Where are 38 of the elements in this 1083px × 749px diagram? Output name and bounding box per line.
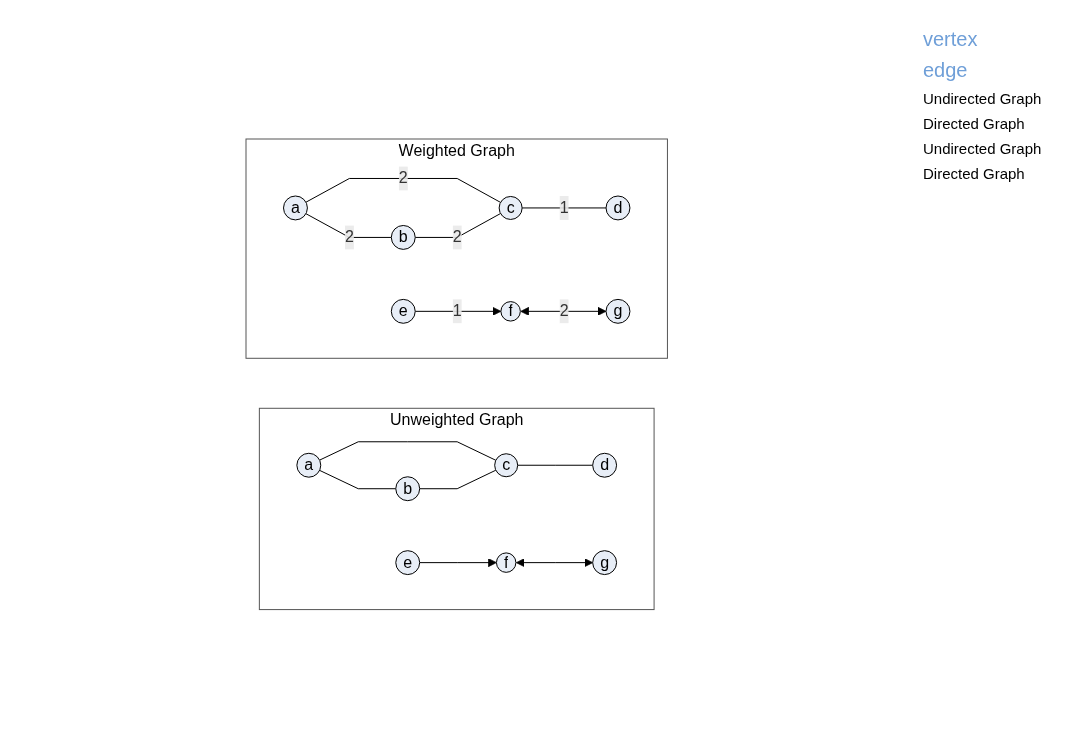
edge-label: 2: [398, 169, 408, 187]
arrow: [515, 558, 593, 568]
connector: [318, 470, 397, 490]
connector: [305, 213, 392, 239]
node-circle: g: [591, 550, 617, 576]
connector: [318, 441, 497, 461]
edge-label: 2: [452, 228, 462, 246]
connector: [521, 207, 607, 209]
connector: [418, 469, 497, 490]
edge-label: 1: [559, 199, 569, 217]
node-circle: e: [395, 550, 420, 576]
edge-label: 2: [559, 302, 569, 320]
node-circle: f: [500, 301, 521, 322]
annotation-text: Directed Graph: [923, 115, 1026, 132]
connector: [516, 464, 593, 466]
node-circle: b: [390, 225, 416, 251]
edge-label: 1: [452, 302, 462, 320]
node-circle: c: [498, 196, 523, 221]
node-circle: c: [493, 453, 518, 478]
node-circle: a: [282, 195, 308, 221]
node-circle: e: [390, 299, 416, 324]
node-circle: b: [395, 476, 420, 502]
annotation-text: vertex: [923, 28, 979, 51]
node-circle: f: [495, 552, 517, 574]
node-circle: d: [605, 195, 631, 221]
annotation-text: Undirected Graph: [923, 140, 1043, 157]
annotation-text: edge: [923, 59, 969, 82]
node-circle: a: [296, 453, 322, 478]
edge-label: 2: [344, 228, 354, 246]
connector: [414, 213, 501, 239]
arrow: [414, 307, 502, 316]
connector: [305, 178, 501, 204]
node-circle: g: [605, 299, 631, 324]
annotation-text: Directed Graph: [923, 165, 1026, 182]
arrow: [418, 558, 497, 568]
annotation-text: Undirected Graph: [923, 90, 1043, 107]
node-circle: d: [591, 453, 617, 478]
arrow: [520, 307, 607, 316]
